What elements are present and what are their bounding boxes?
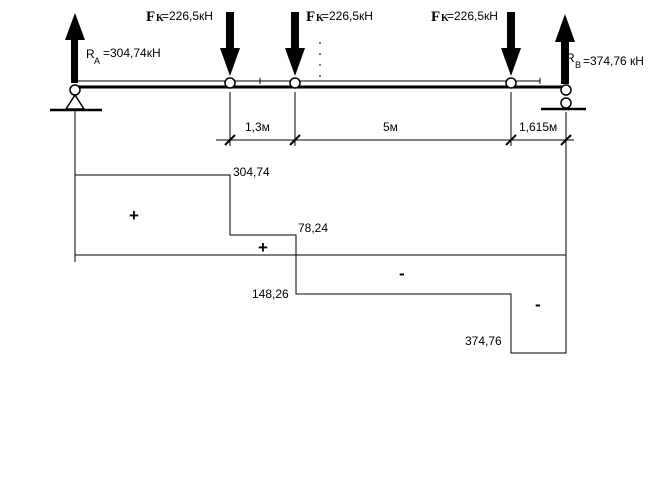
shear-sign-3: -: [399, 264, 405, 283]
beam: [74, 42, 566, 92]
shear-value-3: 148,26: [252, 287, 289, 301]
dimension-1: 1,3м: [245, 120, 270, 134]
reaction-a-arrow: [65, 13, 85, 83]
reaction-b-sub: B: [575, 60, 581, 70]
shear-diagram: [74, 110, 567, 354]
reaction-a-sub: A: [94, 56, 100, 66]
load-2-sub: K: [316, 13, 324, 24]
shear-value-4: 374,76: [465, 334, 502, 348]
shear-sign-2: +: [258, 238, 268, 257]
reaction-a-value: =304,74кН: [103, 46, 161, 60]
load-3-value: =226,5кН: [447, 9, 498, 23]
reaction-b-symbol: R: [566, 51, 575, 65]
load-arrow-2: [285, 12, 305, 89]
load-1-symbol: F: [146, 9, 155, 25]
load-arrow-1: [220, 12, 240, 89]
support-b: [541, 84, 586, 111]
shear-value-2: 78,24: [298, 221, 328, 235]
load-3-sub: K: [441, 13, 449, 24]
load-2-symbol: F: [306, 9, 315, 25]
reaction-b-arrow: [555, 14, 575, 84]
dimension-3: 1,615м: [519, 120, 557, 134]
load-2-value: =226,5кН: [322, 9, 373, 23]
reaction-b-value: =374,76 кН: [583, 54, 644, 68]
dimension-line: [216, 92, 574, 146]
shear-sign-1: +: [129, 206, 139, 225]
shear-value-1: 304,74: [233, 165, 270, 179]
load-arrow-3: [501, 12, 521, 89]
support-a: [50, 84, 102, 112]
dimension-2: 5м: [383, 120, 398, 134]
shear-sign-4: -: [535, 295, 541, 314]
load-1-value: =226,5кН: [162, 9, 213, 23]
reaction-a-symbol: R: [86, 47, 95, 61]
load-1-sub: K: [156, 13, 164, 24]
load-3-symbol: F: [431, 9, 440, 25]
